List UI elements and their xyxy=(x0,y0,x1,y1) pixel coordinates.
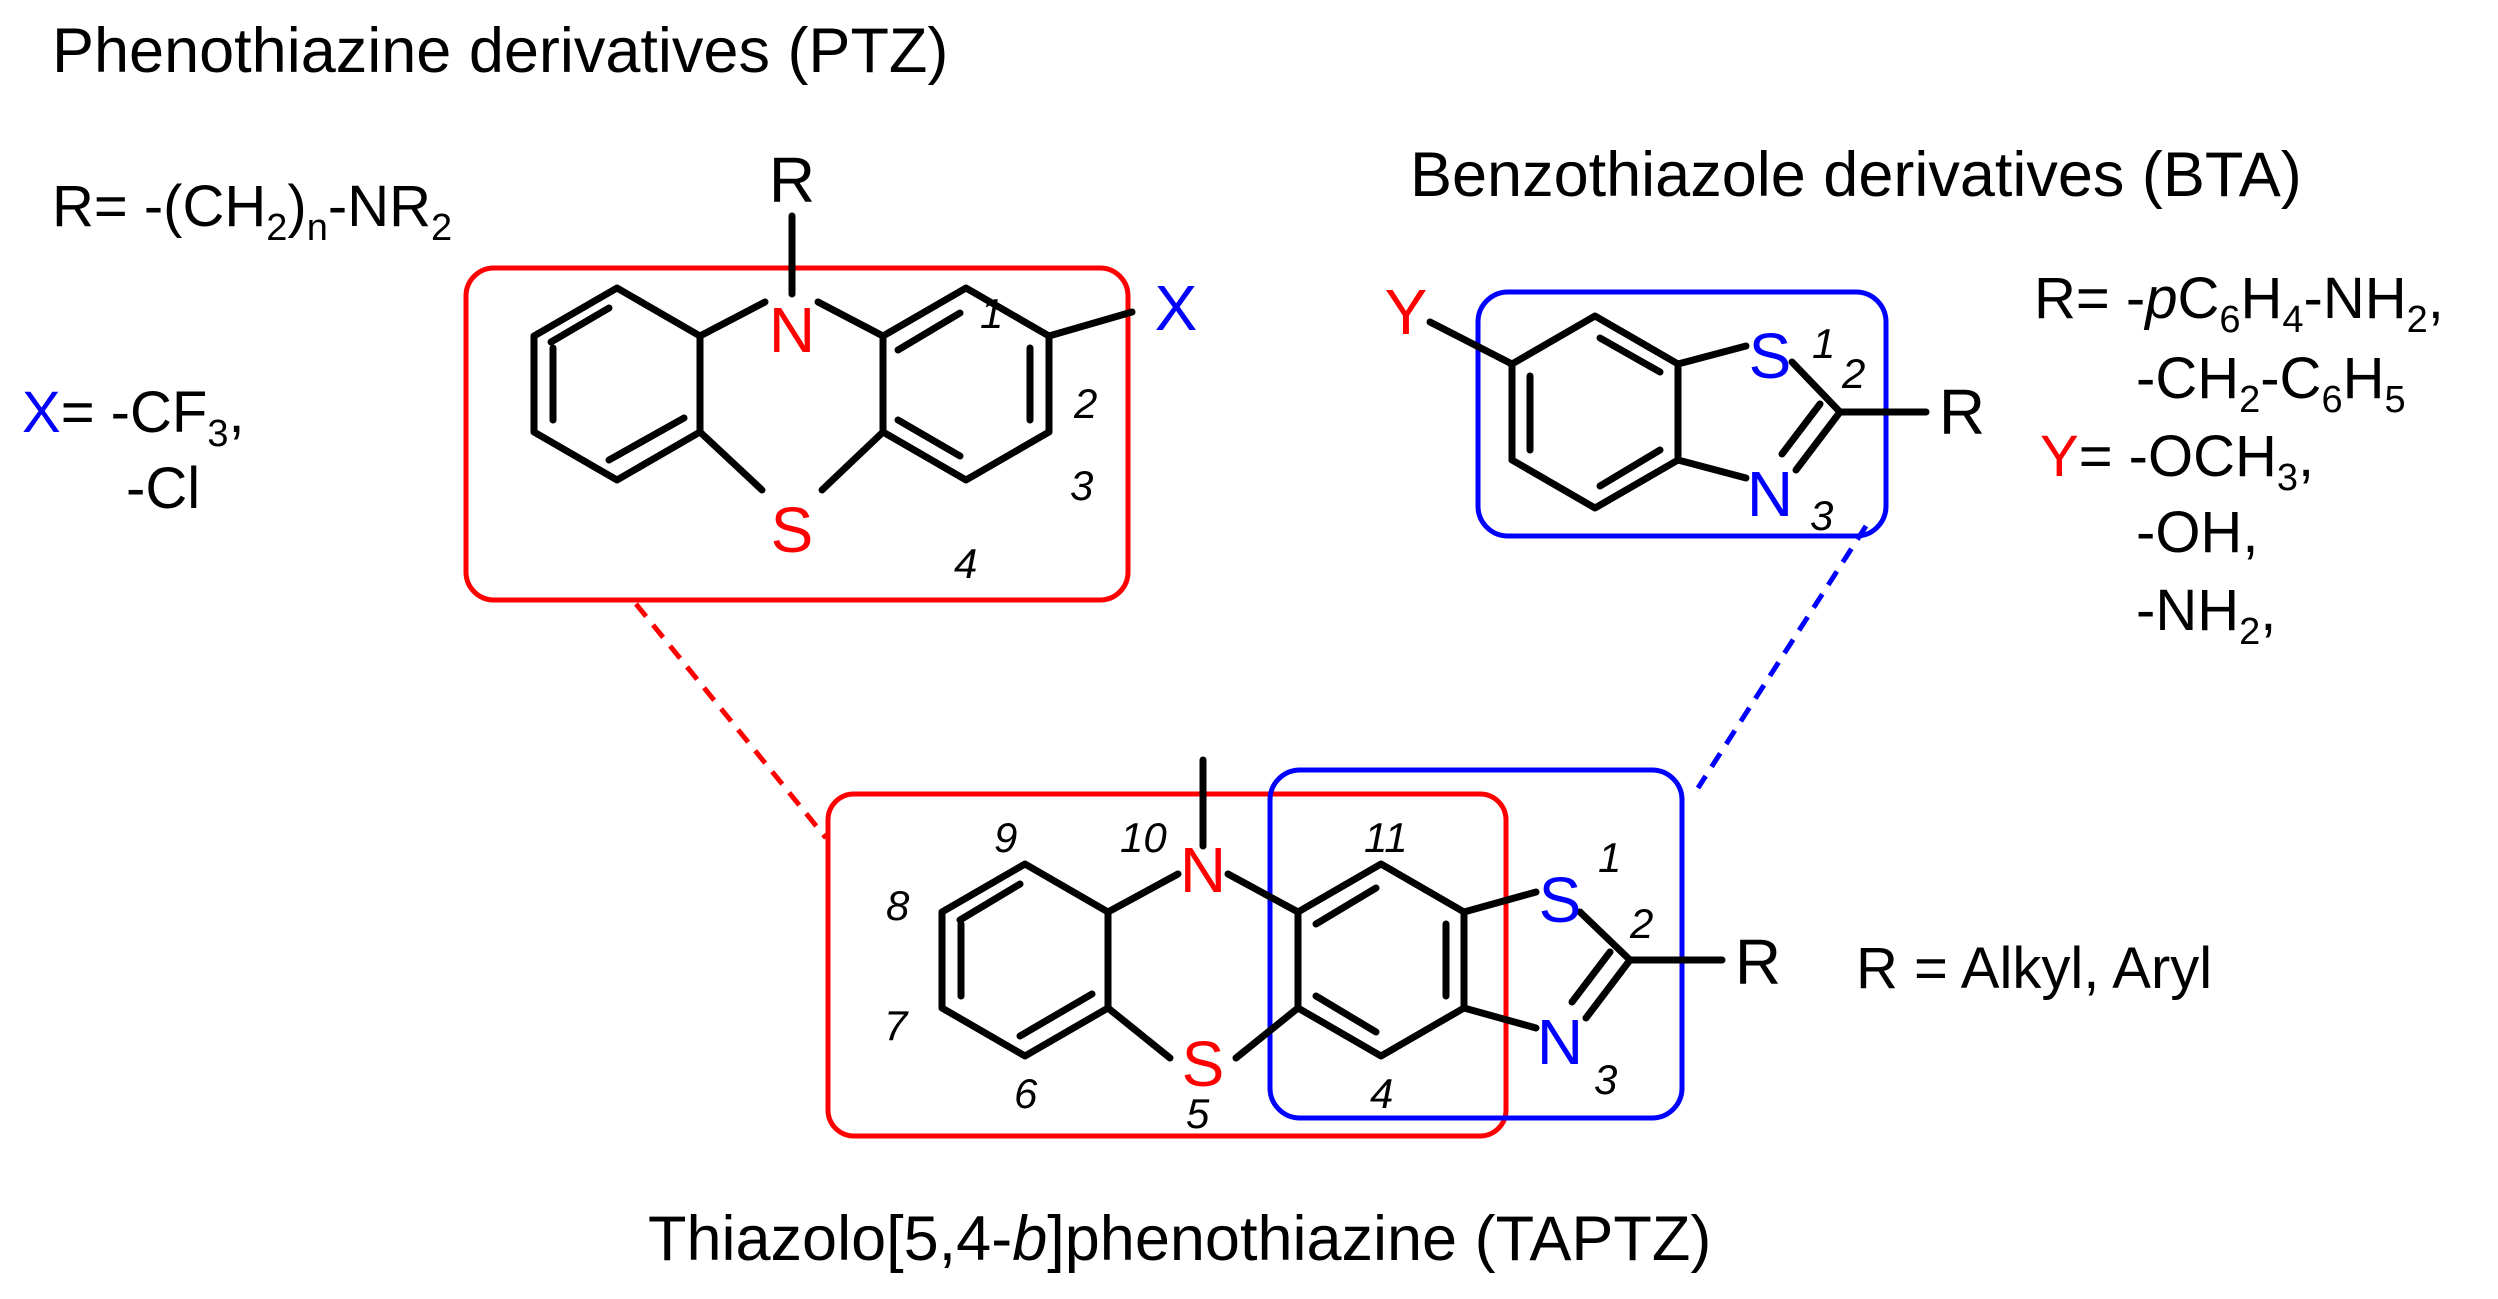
bta-sulfur-atom: S xyxy=(1749,320,1792,392)
bta-position-3: 3 xyxy=(1810,492,1833,539)
ptz-to-taptz-connector xyxy=(634,602,828,840)
ptz-position-4: 4 xyxy=(954,540,977,587)
ptz-r-group: R xyxy=(769,144,815,216)
ptz-nitrogen-atom: N xyxy=(769,294,815,366)
bta-y-definition: Y= -OCH3, xyxy=(2040,424,2314,499)
taptz-position-10: 10 xyxy=(1120,814,1167,861)
bta-position-2: 2 xyxy=(1841,350,1865,397)
ptz-position-3: 3 xyxy=(1070,462,1093,509)
bta-r-definition: R= -pC6H4-NH2, xyxy=(2034,266,2444,341)
taptz-position-11: 11 xyxy=(1364,814,1408,861)
bta-nitrogen-atom: N xyxy=(1747,458,1793,530)
taptz-position-6: 6 xyxy=(1014,1070,1038,1117)
ptz-sulfur-atom: S xyxy=(771,494,814,566)
taptz-thiazole-sulfur-atom: S xyxy=(1539,864,1582,936)
ptz-x-group: X xyxy=(1155,272,1198,344)
taptz-middle-ring xyxy=(1294,860,1468,1060)
taptz-position-2: 2 xyxy=(1629,900,1653,947)
bta-y-group: Y xyxy=(1385,276,1428,348)
ptz-title: Phenothiazine derivatives (PTZ) xyxy=(52,16,948,86)
taptz-position-4: 4 xyxy=(1370,1070,1393,1117)
taptz-title: Thiazolo[5,4-b]phenothiazine (TAPTZ) xyxy=(648,1204,1711,1274)
taptz-ring-sulfur-atom: S xyxy=(1182,1028,1225,1100)
ptz-left-ring xyxy=(530,284,704,484)
ptz-x-definition: X= -CF3, xyxy=(22,380,245,455)
taptz-position-9: 9 xyxy=(994,814,1017,861)
bta-position-1: 1 xyxy=(1812,320,1835,367)
taptz-nitrogen-atom: N xyxy=(1180,834,1226,906)
taptz-left-ring xyxy=(938,860,1112,1060)
ptz-right-ring xyxy=(879,284,1053,484)
taptz-benzothiazole-box xyxy=(1267,767,1685,1121)
bta-y-definition-line2: -OH, xyxy=(2136,500,2258,565)
bta-y-definition-line3: -NH2, xyxy=(2136,578,2276,653)
bta-to-taptz-connector xyxy=(1695,524,1869,790)
bta-r-definition-line2: -CH2-C6H5 xyxy=(2136,346,2406,421)
ptz-core-box xyxy=(463,265,1131,603)
ptz-structure xyxy=(463,212,1136,603)
taptz-thiazole-nitrogen-atom: N xyxy=(1537,1006,1583,1078)
taptz-structure xyxy=(825,756,1726,1139)
taptz-position-8: 8 xyxy=(886,882,910,929)
ptz-position-2: 2 xyxy=(1073,380,1097,427)
taptz-r-group: R xyxy=(1735,926,1781,998)
bta-benzene-ring xyxy=(1508,312,1682,512)
taptz-position-3: 3 xyxy=(1594,1056,1617,1103)
taptz-position-5: 5 xyxy=(1186,1090,1210,1137)
taptz-position-7: 7 xyxy=(884,1002,909,1049)
bta-r-group: R xyxy=(1939,376,1985,448)
bta-title: Benzothiazole derivatives (BTA) xyxy=(1410,140,2302,210)
ptz-r-definition: R= -(CH2)n-NR2 xyxy=(52,174,452,249)
ptz-x-definition-line2: -Cl xyxy=(126,456,200,521)
bta-structure xyxy=(1426,289,1930,539)
taptz-phenothiazine-box xyxy=(825,791,1509,1139)
ptz-position-1: 1 xyxy=(980,290,1003,337)
taptz-position-1: 1 xyxy=(1598,834,1621,881)
taptz-r-definition: R = Alkyl, Aryl xyxy=(1856,936,2212,1001)
